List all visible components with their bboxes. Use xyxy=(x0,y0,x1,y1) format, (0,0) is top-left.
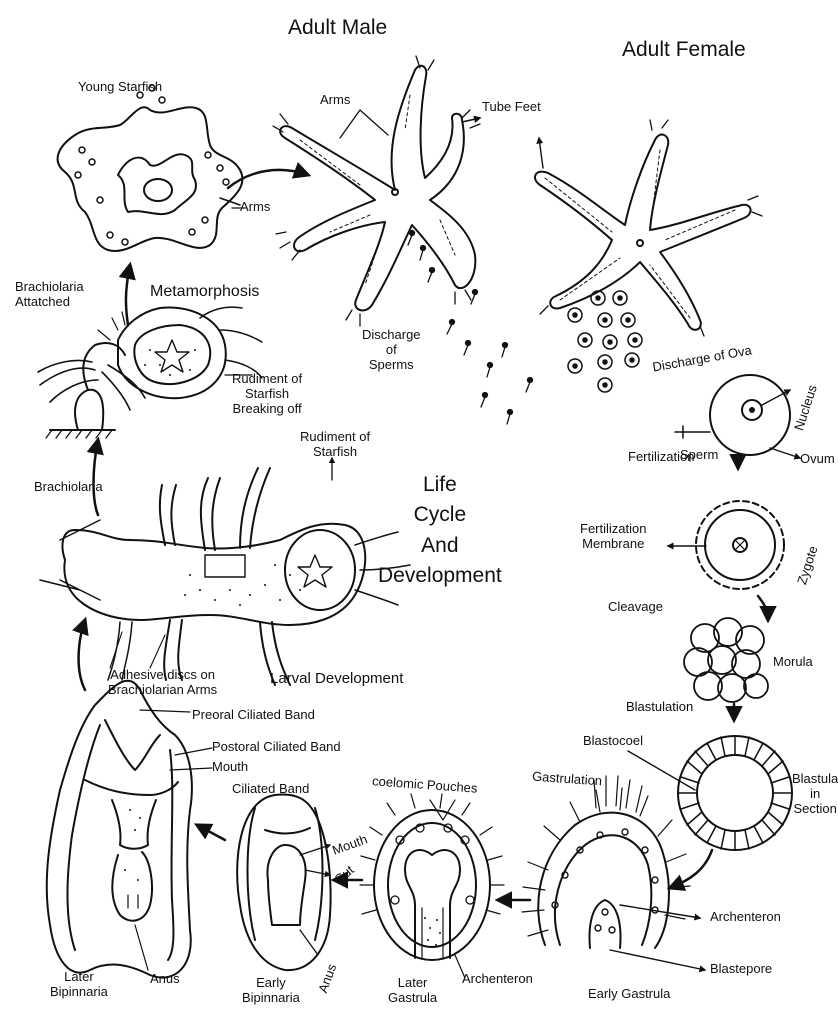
label-life-cycle-center: Life Cycle And Development xyxy=(378,470,502,592)
later-bipinnaria-drawing xyxy=(47,681,212,978)
label-tube-feet: Tube Feet xyxy=(482,100,541,115)
label-ciliated-band: Ciliated Band xyxy=(232,782,309,797)
heading-adult-male: Adult Male xyxy=(288,16,387,40)
zygote-drawing xyxy=(668,501,784,589)
label-blastula-in-section: Blastula in Section xyxy=(792,772,838,817)
label-young-starfish: Young Starfish xyxy=(78,80,162,95)
label-rudiment-breaking-off: Rudiment of Starfish Breaking off xyxy=(232,372,302,417)
label-postoral-band: Postoral Ciliated Band xyxy=(212,740,341,755)
early-bipinnaria-drawing xyxy=(237,794,330,970)
label-later-bipinnaria: Later Bipinnaria xyxy=(50,970,108,1000)
label-preoral-band: Preoral Ciliated Band xyxy=(192,708,315,723)
label-fertilization: Fertilization xyxy=(628,450,694,465)
label-adhesive-discs: Adhesive discs on Brachiolarian Arms xyxy=(108,668,217,698)
label-brachiolaria: Brachiolaria xyxy=(34,480,103,495)
label-rudiment-of-starfish: Rudiment of Starfish xyxy=(300,430,370,460)
label-brachiolaria-attached: Brachiolaria Attatched xyxy=(15,280,84,310)
label-early-bipinnaria: Early Bipinnaria xyxy=(242,976,300,1006)
label-early-gastrula: Early Gastrula xyxy=(588,987,670,1002)
label-larval-development: Larval Development xyxy=(270,670,403,687)
label-arms-male: Arms xyxy=(320,93,350,108)
label-metamorphosis: Metamorphosis xyxy=(150,283,259,301)
young-starfish-drawing xyxy=(58,85,243,251)
later-gastrula-drawing xyxy=(360,794,504,978)
morula-drawing xyxy=(684,618,768,702)
sperm-cells xyxy=(408,231,533,425)
label-ovum: Ovum xyxy=(800,452,835,467)
heading-adult-female: Adult Female xyxy=(622,38,746,62)
label-anus-later: Anus xyxy=(150,972,180,987)
label-blastulation: Blastulation xyxy=(626,700,693,715)
adult-male-starfish-drawing xyxy=(232,56,480,326)
label-archenteron-right: Archenteron xyxy=(710,910,781,925)
label-cleavage: Cleavage xyxy=(608,600,663,615)
ovum-drawing xyxy=(675,375,800,458)
label-morula: Morula xyxy=(773,655,813,670)
label-blastopore: Blastepore xyxy=(710,962,772,977)
brachiolaria-attached-drawing xyxy=(38,307,262,438)
label-arms-young: Arms xyxy=(240,200,270,215)
label-mouth-later: Mouth xyxy=(212,760,248,775)
label-later-gastrula: Later Gastrula xyxy=(388,976,437,1006)
early-gastrula-drawing xyxy=(522,776,705,970)
label-fertilization-membrane: Fertilization Membrane xyxy=(580,522,646,552)
label-archenteron-mid: Archenteron xyxy=(462,972,533,987)
label-discharge-sperms: Discharge of Sperms xyxy=(362,328,421,373)
label-blastocoel: Blastocoel xyxy=(583,734,643,749)
